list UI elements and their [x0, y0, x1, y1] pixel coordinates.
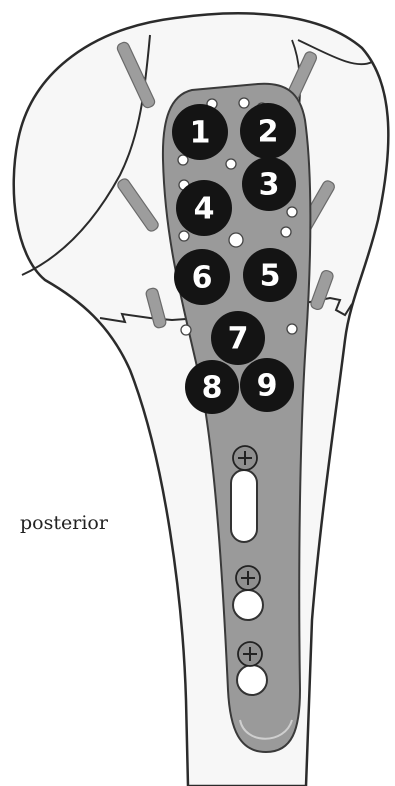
screw-marker-2-label: 2 [258, 115, 279, 150]
screw-marker-4: 4 [176, 180, 232, 236]
screw-marker-1: 1 [172, 104, 228, 160]
screw-marker-9: 9 [240, 358, 294, 412]
screw-marker-8: 8 [185, 360, 239, 414]
shaft-screw-2 [233, 566, 263, 620]
screw-marker-1-label: 1 [190, 116, 211, 151]
screw-marker-8-label: 8 [202, 371, 223, 406]
screw-marker-5-label: 5 [260, 259, 281, 294]
screw-marker-3: 3 [242, 157, 296, 211]
screw-marker-4-label: 4 [194, 192, 215, 227]
posterior-label: posterior [20, 512, 108, 534]
screw-marker-6-label: 6 [192, 261, 213, 296]
screw-marker-5: 5 [243, 248, 297, 302]
screw-marker-9-label: 9 [257, 369, 278, 404]
screw-marker-2: 2 [240, 103, 296, 159]
plate-slot-hole [231, 470, 257, 542]
screw-marker-7: 7 [211, 311, 265, 365]
screw-marker-3-label: 3 [259, 168, 280, 203]
screw-marker-7-label: 7 [228, 322, 249, 357]
screw-marker-6: 6 [174, 249, 230, 305]
shaft-screw-1 [233, 446, 257, 470]
